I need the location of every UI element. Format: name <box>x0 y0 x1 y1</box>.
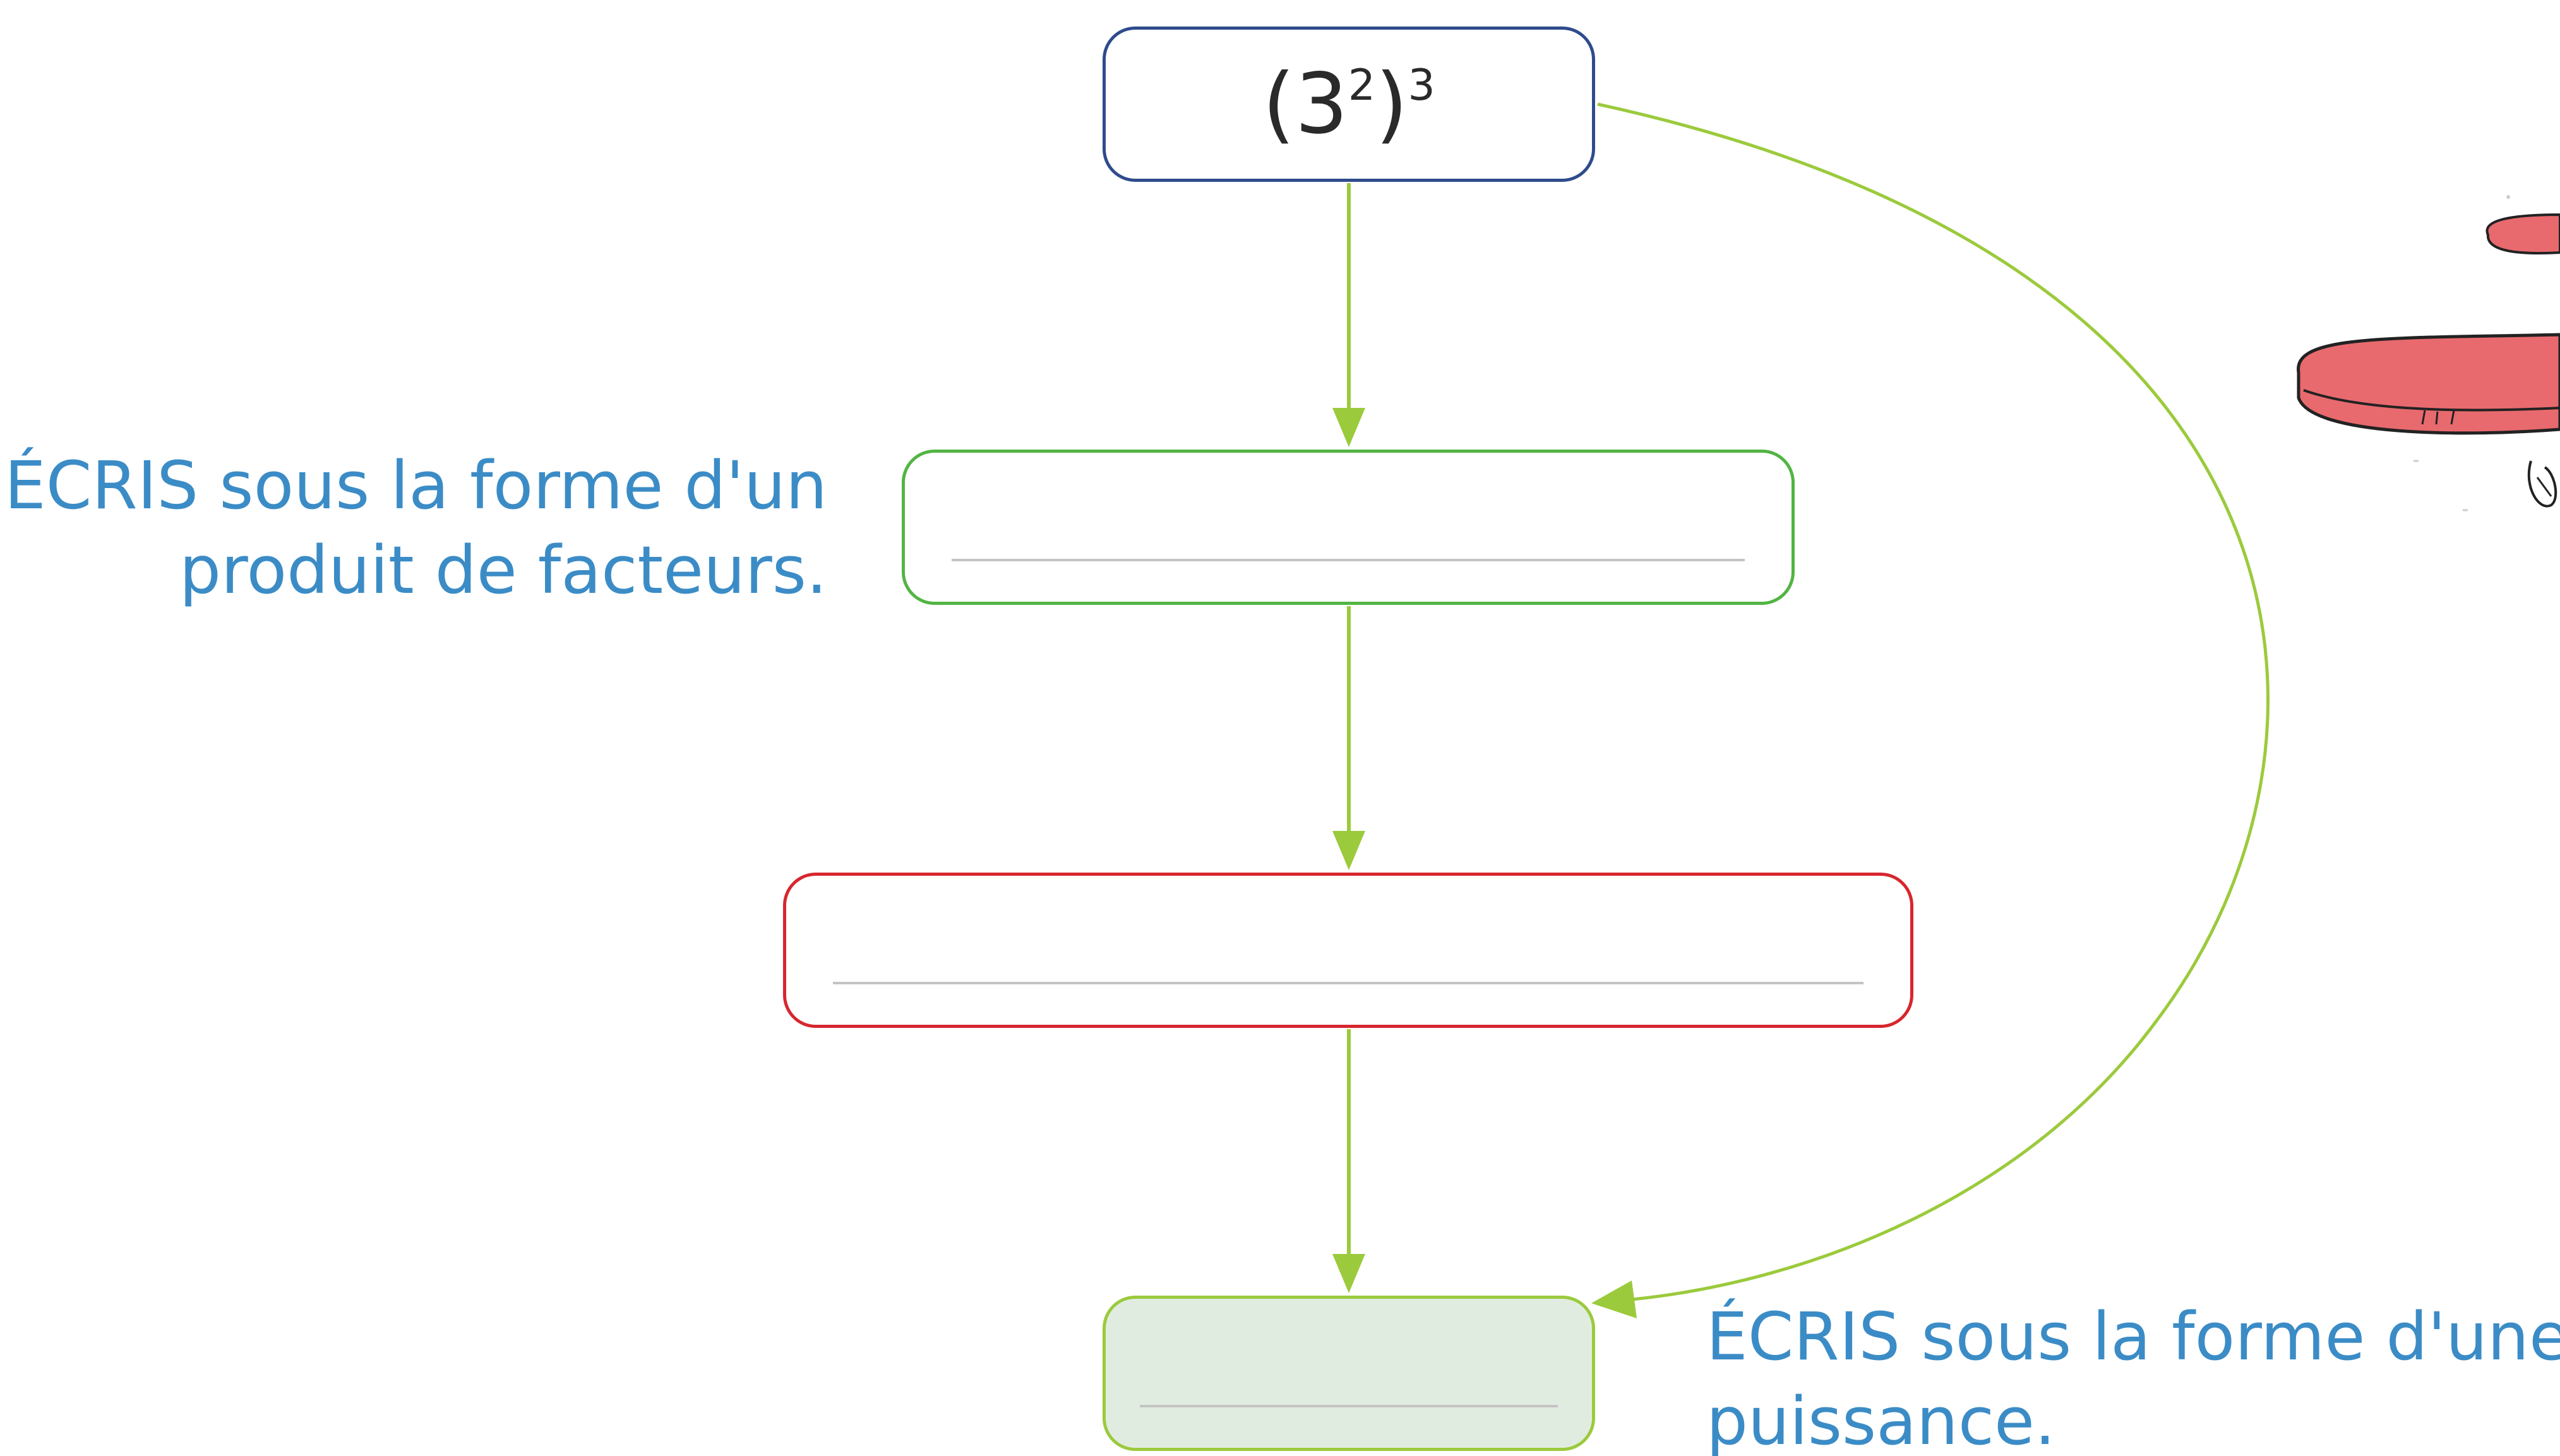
power-instruction-line-2: puissance. <box>1706 1383 2056 1456</box>
arrow-start-to-product <box>1332 183 1365 447</box>
product-answer-box[interactable] <box>902 450 1795 605</box>
power-of-power-expression: (32)3 <box>1262 56 1435 153</box>
expression-base: 3 <box>1295 56 1348 153</box>
power-instruction-line-1: ÉCRIS sous la forme d'une <box>1706 1298 2560 1375</box>
power-answer-line[interactable] <box>1140 1405 1558 1407</box>
product-instruction: ÉCRIS sous la forme d'un produit de fact… <box>4 443 827 612</box>
product-instruction-line-2: produit de facteurs. <box>179 532 827 609</box>
red-plates-icon <box>2297 195 2560 511</box>
start-expression-box: (32)3 <box>1103 27 1595 182</box>
power-answer-box[interactable] <box>1103 1296 1595 1451</box>
product-instruction-line-1: ÉCRIS sous la forme d'un <box>4 447 827 524</box>
product-answer-line[interactable] <box>952 559 1745 561</box>
intermediate-answer-line[interactable] <box>833 982 1863 984</box>
arrow-middle-to-power <box>1332 1029 1365 1293</box>
intermediate-answer-box[interactable] <box>783 873 1913 1028</box>
power-instruction: ÉCRIS sous la forme d'une puissance. <box>1706 1294 2560 1456</box>
arrow-start-to-power-shortcut <box>1591 102 2270 1318</box>
inner-exponent: 2 <box>1348 61 1375 110</box>
outer-exponent: 3 <box>1408 61 1435 110</box>
arrow-product-to-middle <box>1332 606 1365 870</box>
